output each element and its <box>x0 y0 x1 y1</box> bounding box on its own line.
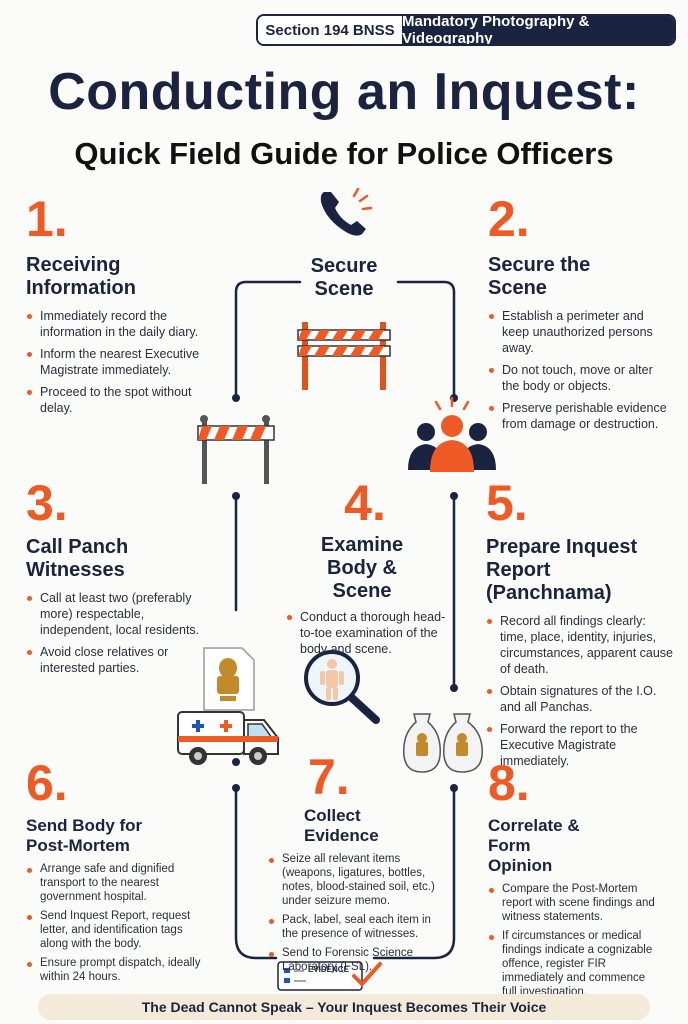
step-6: 6. Send Body for Post-Mortem Arrange saf… <box>26 758 206 989</box>
step-1: 1. Receiving Information Immediately rec… <box>26 194 226 422</box>
page-title: Conducting an Inquest: <box>48 63 640 121</box>
phone-icon <box>320 187 373 236</box>
step-number: 4. <box>344 475 386 531</box>
list-item: Send Inquest Report, request letter, and… <box>26 909 206 951</box>
list-item: Record all findings clearly: time, place… <box>486 613 676 677</box>
page-subtitle: Quick Field Guide for Police Officers <box>74 136 614 171</box>
evidence-label: EVIDENCE <box>308 965 349 974</box>
list-item: Preserve perishable evidence from damage… <box>488 400 668 432</box>
step-number: 6. <box>26 755 68 811</box>
list-item: Obtain signatures of the I.O. and all Pa… <box>486 683 676 715</box>
step-title: Prepare Inquest Report (Panchnama) <box>486 536 638 604</box>
list-item: Immediately record the information in th… <box>26 308 226 340</box>
center-top-label: Secure Scene <box>310 255 378 300</box>
step-title: Collect Evidence <box>304 806 379 845</box>
list-item: Inform the nearest Executive Magistrate … <box>26 346 226 378</box>
document-emblem-icon <box>203 647 255 711</box>
mandatory-tag: Mandatory Photography & Videography <box>402 16 674 44</box>
step-title: Secure the Scene <box>488 254 591 299</box>
list-item: Establish a perimeter and keep unauthori… <box>488 308 668 356</box>
list-item: Seize all relevant items (weapons, ligat… <box>268 852 444 908</box>
list-item: Ensure prompt dispatch, ideally within 2… <box>26 956 206 984</box>
step-title: Examine Body & Scene <box>320 534 404 602</box>
list-item: Pack, label, seal each item in the prese… <box>268 913 444 941</box>
list-item: Conduct a thorough head-to-toe examinati… <box>286 609 454 657</box>
list-item: Arrange safe and dignified transport to … <box>26 862 206 904</box>
evidence-tag-icon <box>277 961 382 991</box>
evidence-bags-icon <box>403 713 483 773</box>
step-5: 5. Prepare Inquest Report (Panchnama) Re… <box>486 478 676 775</box>
step-title: Correlate & Form Opinion <box>488 816 580 875</box>
step-number: 2. <box>488 191 530 247</box>
step-number: 8. <box>488 755 530 811</box>
step-7: 7. Collect Evidence Seize all relevant i… <box>268 752 444 979</box>
footer-banner: The Dead Cannot Speak – Your Inquest Bec… <box>38 994 650 1020</box>
step-3: 3. Call Panch Witnesses Call at least tw… <box>26 478 216 682</box>
ambulance-icon <box>177 711 279 765</box>
list-item: Avoid close relatives or interested part… <box>26 644 216 676</box>
list-item: Compare the Post-Mortem report with scen… <box>488 882 658 924</box>
barrier-icon <box>297 322 391 390</box>
step-4: 4. Examine Body & Scene Conduct a thorou… <box>286 478 454 663</box>
people-alert-icon <box>408 396 496 472</box>
section-tag: Section 194 BNSS <box>258 16 402 44</box>
step-number: 5. <box>486 475 528 531</box>
list-item: Do not touch, move or alter the body or … <box>488 362 668 394</box>
list-item: Call at least two (preferably more) resp… <box>26 590 216 638</box>
list-item: Send to Forensic Science Laboratory (FSL… <box>268 946 444 974</box>
list-item: If circumstances or medical findings ind… <box>488 929 658 999</box>
step-title: Send Body for Post-Mortem <box>26 816 143 855</box>
step-2: 2. Secure the Scene Establish a perimete… <box>488 194 668 438</box>
step-title: Call Panch Witnesses <box>26 536 129 581</box>
step-number: 1. <box>26 191 68 247</box>
list-item: Forward the report to the Executive Magi… <box>486 721 676 769</box>
step-number: 7. <box>308 749 350 805</box>
step-8: 8. Correlate & Form Opinion Compare the … <box>488 758 658 1004</box>
barrier-icon <box>197 415 275 484</box>
magnifier-body-icon <box>304 650 380 724</box>
step-number: 3. <box>26 475 68 531</box>
step-title: Receiving Information <box>26 254 136 299</box>
list-item: Proceed to the spot without delay. <box>26 384 226 416</box>
header-tags: Section 194 BNSS Mandatory Photography &… <box>256 14 676 46</box>
